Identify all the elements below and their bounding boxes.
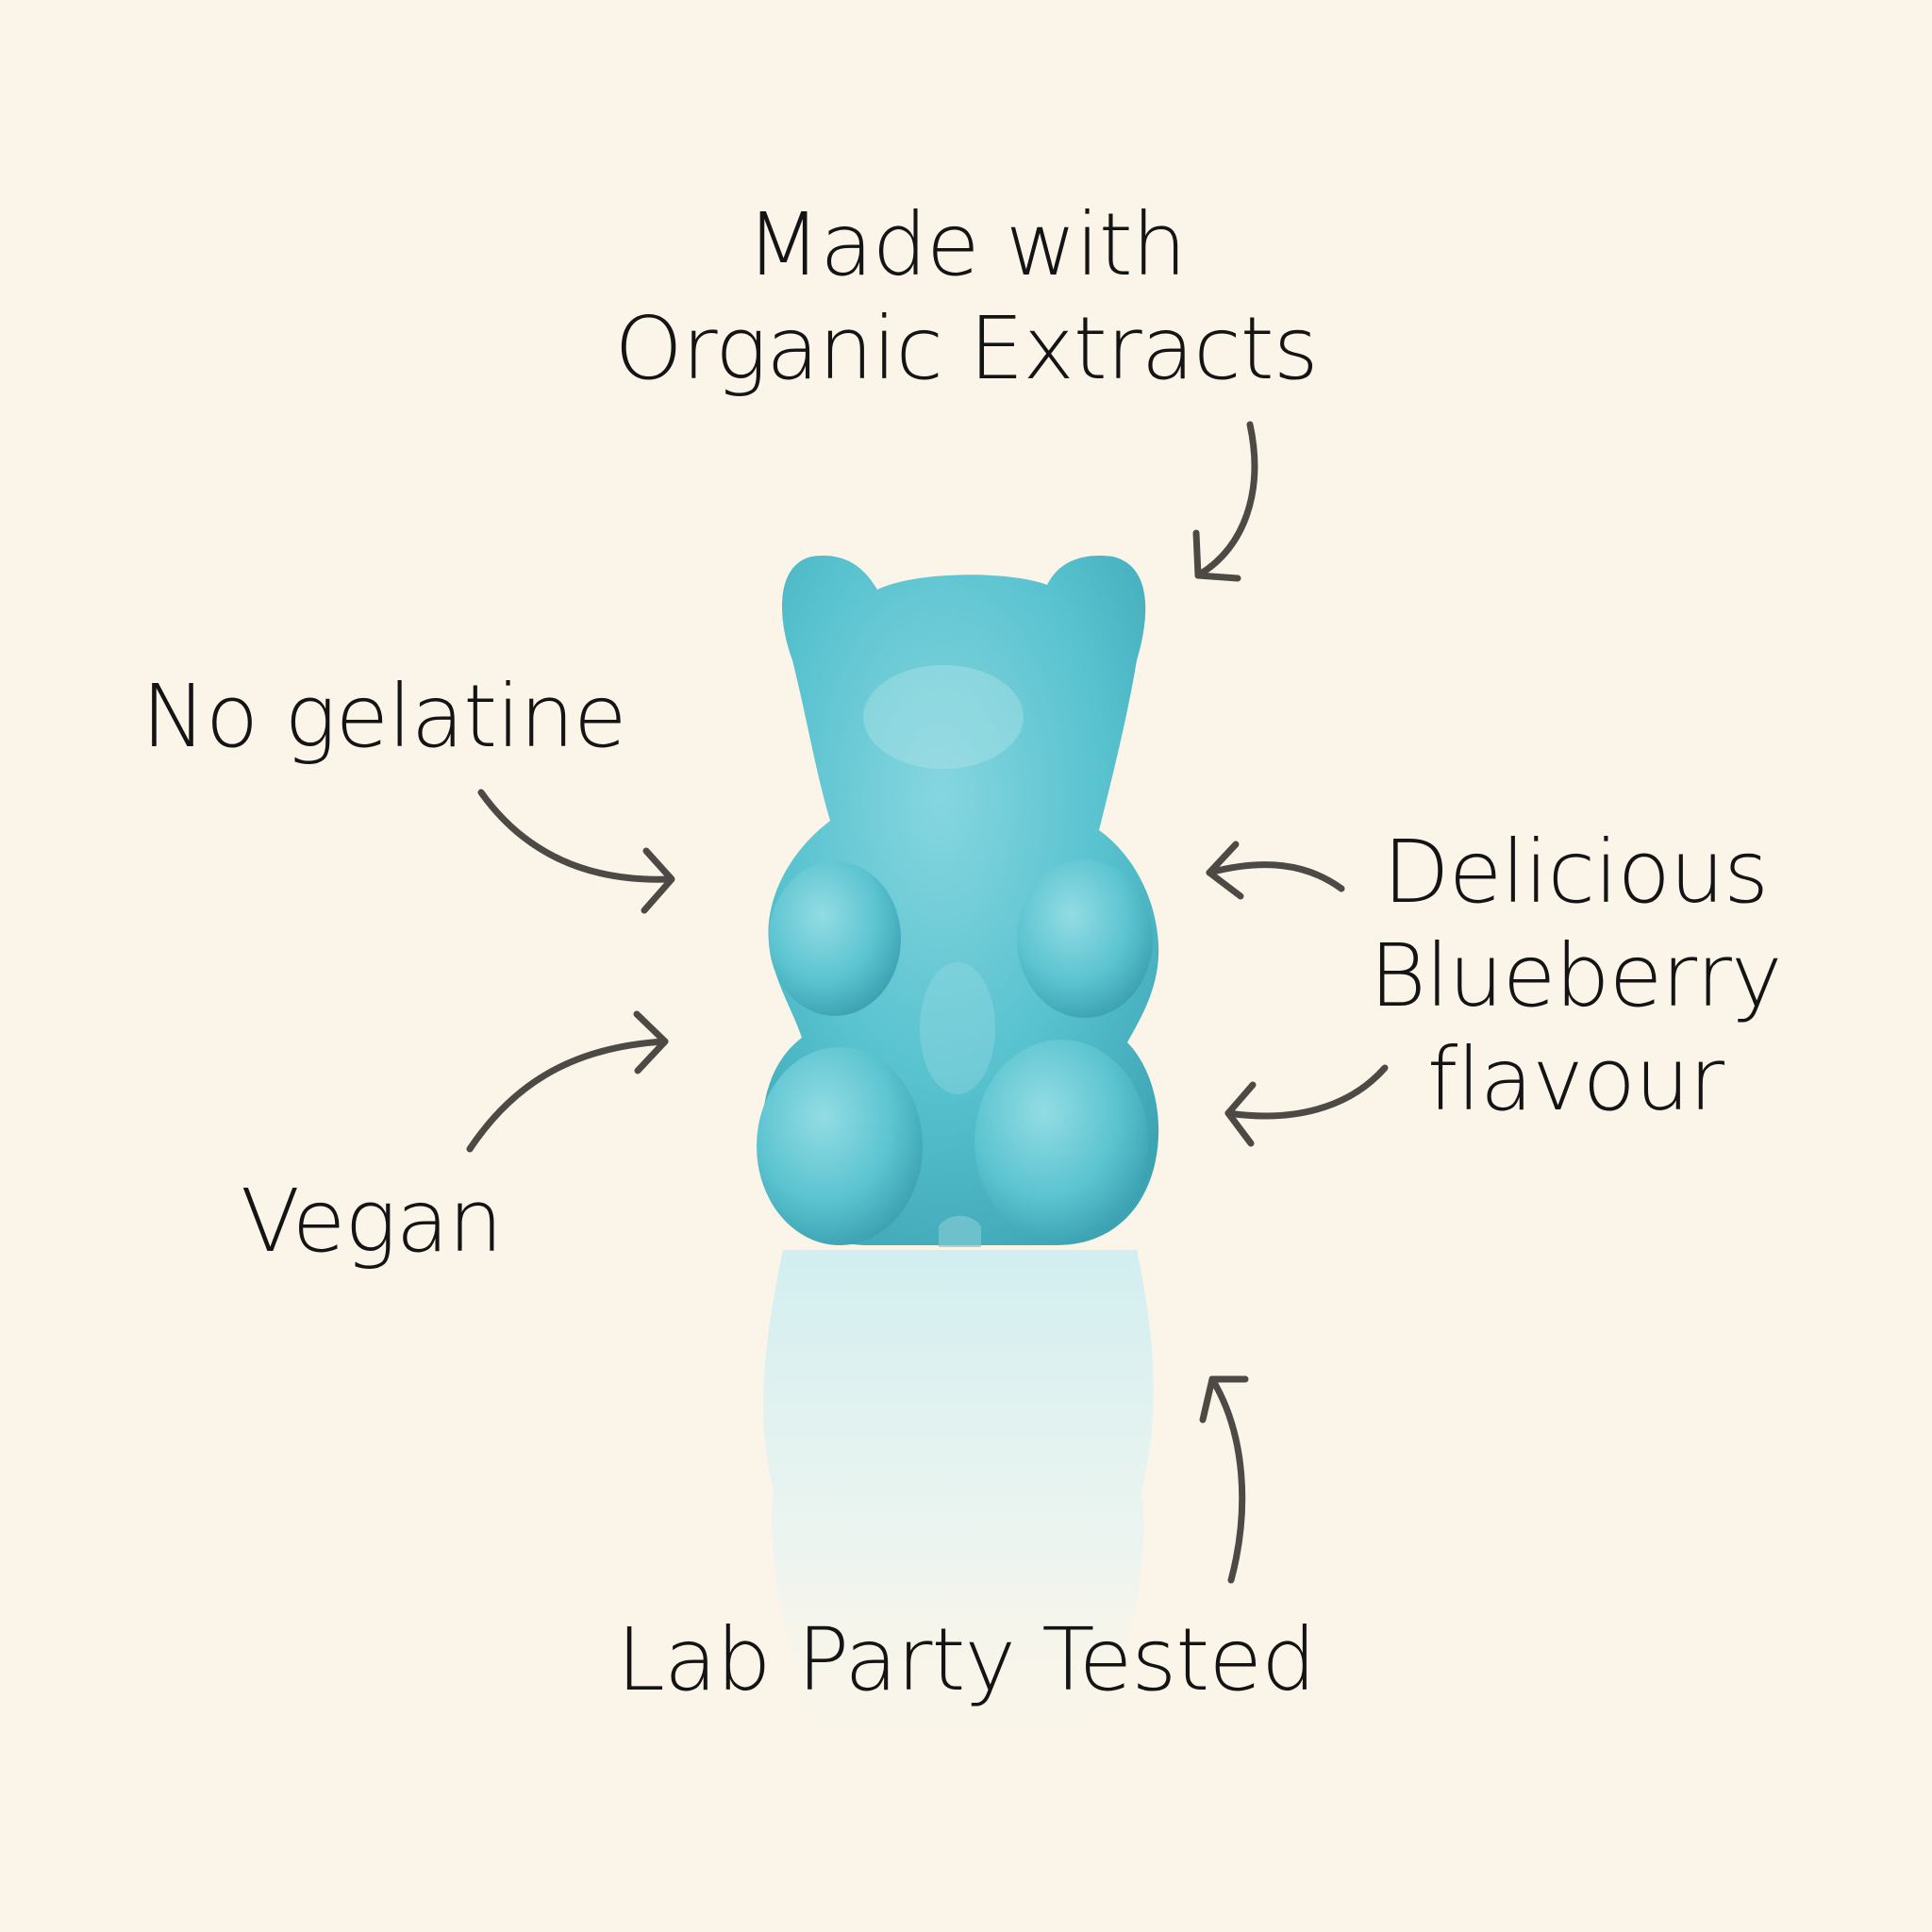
feature-label-no-gelatine: No gelatine (142, 665, 627, 769)
feature-label-lab-tested: Lab Party Tested (494, 1608, 1438, 1712)
gummy-bear-icon (757, 556, 1159, 1247)
curved-arrow-icon (466, 1010, 669, 1153)
feature-label-vegan: Vegan (241, 1170, 503, 1274)
curved-arrow-icon (1199, 1375, 1249, 1584)
feature-label-line: Organic Extracts (614, 298, 1318, 399)
curved-arrow-icon (1192, 421, 1258, 582)
feature-label-line: No gelatine (142, 666, 627, 767)
feature-label-line: Delicious (1382, 822, 1769, 923)
feature-label-line: Made with (745, 194, 1187, 295)
feature-label-organic-extracts: Made with Organic Extracts (494, 193, 1438, 401)
feature-label-line: Blueberry (1369, 925, 1783, 1026)
feature-label-line: Lab Party Tested (616, 1609, 1317, 1710)
feature-label-line: Vegan (241, 1171, 503, 1272)
bear-reflection (763, 1250, 1154, 1755)
feature-label-blueberry-flavour: Delicious Blueberry flavour (1330, 821, 1821, 1132)
curved-arrow-icon (1206, 841, 1345, 900)
feature-label-line: flavour (1426, 1029, 1724, 1130)
curved-arrow-icon (477, 789, 675, 914)
curved-arrow-icon (1224, 1064, 1389, 1147)
